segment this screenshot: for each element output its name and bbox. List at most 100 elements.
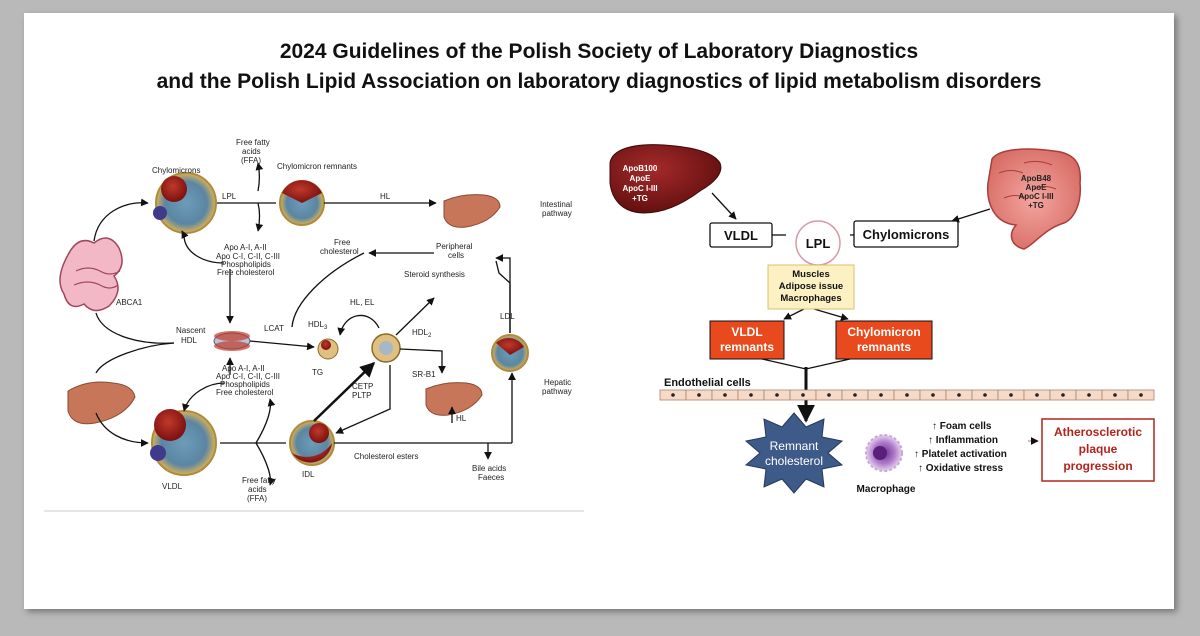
effect-oxidative: ↑ Oxidative stress — [918, 463, 1003, 474]
athero-line-2: plaque — [1079, 442, 1118, 456]
label-ffa-bot-1: Free fatty — [242, 476, 276, 485]
endothelial-cells-row — [659, 389, 1155, 401]
label-intestinal-1: Intestinal — [540, 200, 572, 209]
right-diagram: ApoB100 ApoE ApoC I-III +TG ApoB48 ApoE … — [609, 144, 1155, 495]
label-pltp: PLTP — [352, 391, 371, 400]
label-hdl2-sub: 2 — [428, 333, 432, 339]
label-apo-top-2: Apo C-I, C-II, C-III — [216, 252, 280, 261]
label-lpl: LPL — [222, 192, 237, 201]
label-peripheral-1: Peripheral — [436, 242, 473, 251]
label-apo-bot-3: Phospholipids — [220, 380, 270, 389]
effect-platelet: ↑ Platelet activation — [914, 449, 1007, 460]
hdl3-particle — [317, 338, 339, 360]
ldl-particle — [491, 334, 529, 372]
intestine-text-2: ApoE — [1026, 183, 1048, 192]
vldl-remnants-line-1: VLDL — [731, 325, 762, 339]
diagram-canvas: Chylomicrons Free fatty acids (FFA) Chyl… — [44, 138, 1155, 512]
label-apo-top-1: Apo A-I, A-II — [224, 243, 267, 252]
label-ldl: LDL — [500, 312, 515, 321]
tissues-line-2: Adipose issue — [779, 281, 843, 292]
tissues-line-3: Macrophages — [780, 293, 841, 304]
label-lcat: LCAT — [264, 324, 284, 333]
title-line-1: 2024 Guidelines of the Polish Society of… — [279, 40, 919, 63]
endothelial-nucleus — [1139, 393, 1143, 397]
label-chylomicrons: Chylomicrons — [152, 166, 200, 175]
athero-box — [1041, 418, 1155, 482]
label-peripheral-2: cells — [448, 251, 464, 260]
label-ffa-top-2: acids — [242, 147, 261, 156]
endothelial-nucleus — [775, 393, 779, 397]
label-chylo-remnants: Chylomicron remnants — [277, 162, 357, 171]
endothelial-nucleus — [1113, 393, 1117, 397]
vldl-particle — [150, 409, 217, 476]
remnant-chol-line-2: cholesterol — [765, 454, 823, 468]
liver-icon-mid — [425, 382, 483, 416]
label-hdl3: HDL3 — [308, 320, 328, 331]
chylomicrons-box-label: Chylomicrons — [863, 227, 950, 242]
endothelial-nucleus — [1061, 393, 1065, 397]
label-hdl3-sub: 3 — [324, 325, 328, 331]
label-faeces: Faeces — [478, 473, 504, 482]
label-free-chol-2: cholesterol — [320, 247, 359, 256]
chylomicron-remnant-particle — [279, 180, 325, 226]
label-free-chol-1: Free — [334, 238, 351, 247]
label-cetp: CETP — [352, 382, 373, 391]
vldl-box — [709, 222, 773, 248]
endothelial-nucleus — [801, 393, 805, 397]
endothelial-nucleus — [983, 393, 987, 397]
effect-foam-cells: ↑ Foam cells — [932, 421, 992, 432]
figure-frame: 2024 Guidelines of the Polish Society of… — [24, 13, 1174, 609]
hdl2-particle — [371, 333, 401, 363]
intestine-text-1: ApoB48 — [1021, 174, 1052, 183]
liver-text-1: ApoB100 — [623, 164, 658, 173]
endothelial-nucleus — [723, 393, 727, 397]
label-chol-esters: Cholesterol esters — [354, 452, 418, 461]
title-line-2: and the Polish Lipid Association on labo… — [156, 70, 1042, 93]
lpl-label: LPL — [806, 236, 831, 251]
nascent-hdl-particle — [213, 331, 251, 351]
label-apo-bot-4: Free cholesterol — [216, 388, 274, 397]
figure-title: 2024 Guidelines of the Polish Society of… — [24, 37, 1174, 97]
tissues-line-1: Muscles — [792, 269, 830, 280]
label-ffa-bot-3: (FFA) — [247, 494, 267, 503]
label-nascent-2: HDL — [181, 336, 198, 345]
label-abca1: ABCA1 — [116, 298, 143, 307]
athero-line-3: progression — [1063, 459, 1132, 473]
label-ffa-top-3: (FFA) — [241, 156, 261, 165]
label-apo-top-3: Phospholipids — [221, 260, 271, 269]
label-apo-top-4: Free cholesterol — [217, 268, 275, 277]
liver-large-icon — [609, 144, 722, 214]
label-idl: IDL — [302, 470, 315, 479]
left-diagram: Chylomicrons Free fatty acids (FFA) Chyl… — [44, 138, 584, 512]
label-hl-el: HL, EL — [350, 298, 375, 307]
intestine-icon — [59, 237, 123, 312]
endothelial-nucleus — [905, 393, 909, 397]
endothelial-nucleus — [879, 393, 883, 397]
vldl-box-label: VLDL — [724, 228, 758, 243]
label-hdl3-main: HDL — [308, 320, 325, 329]
endothelial-label: Endothelial cells — [664, 377, 751, 389]
chylomicrons-box — [853, 220, 959, 248]
vldl-remnants-box — [709, 320, 785, 360]
label-hepatic-1: Hepatic — [544, 378, 571, 387]
chylo-remnants-box — [835, 320, 933, 360]
label-apo-bot-1: Apo A-I, A-II — [222, 364, 265, 373]
label-hdl2: HDL2 — [412, 328, 432, 339]
label-steroid: Steroid synthesis — [404, 270, 465, 279]
endothelial-nucleus — [1009, 393, 1013, 397]
chylo-remnants-line-1: Chylomicron — [847, 325, 920, 339]
endothelial-nucleus — [827, 393, 831, 397]
remnant-chol-line-1: Remnant — [770, 439, 819, 453]
chylo-remnants-line-2: remnants — [857, 340, 911, 354]
liver-text-3: ApoC I-III — [622, 184, 657, 193]
endothelial-nucleus — [697, 393, 701, 397]
label-ffa-top-1: Free fatty — [236, 138, 270, 147]
endothelial-nucleus — [931, 393, 935, 397]
intestine-text-4: +TG — [1028, 201, 1044, 210]
label-intestinal-2: pathway — [542, 209, 572, 218]
label-hl-top: HL — [380, 192, 391, 201]
endothelial-nucleus — [957, 393, 961, 397]
effect-inflammation: ↑ Inflammation — [928, 435, 998, 446]
label-hl-bottom: HL — [456, 414, 467, 423]
endothelial-nucleus — [1035, 393, 1039, 397]
